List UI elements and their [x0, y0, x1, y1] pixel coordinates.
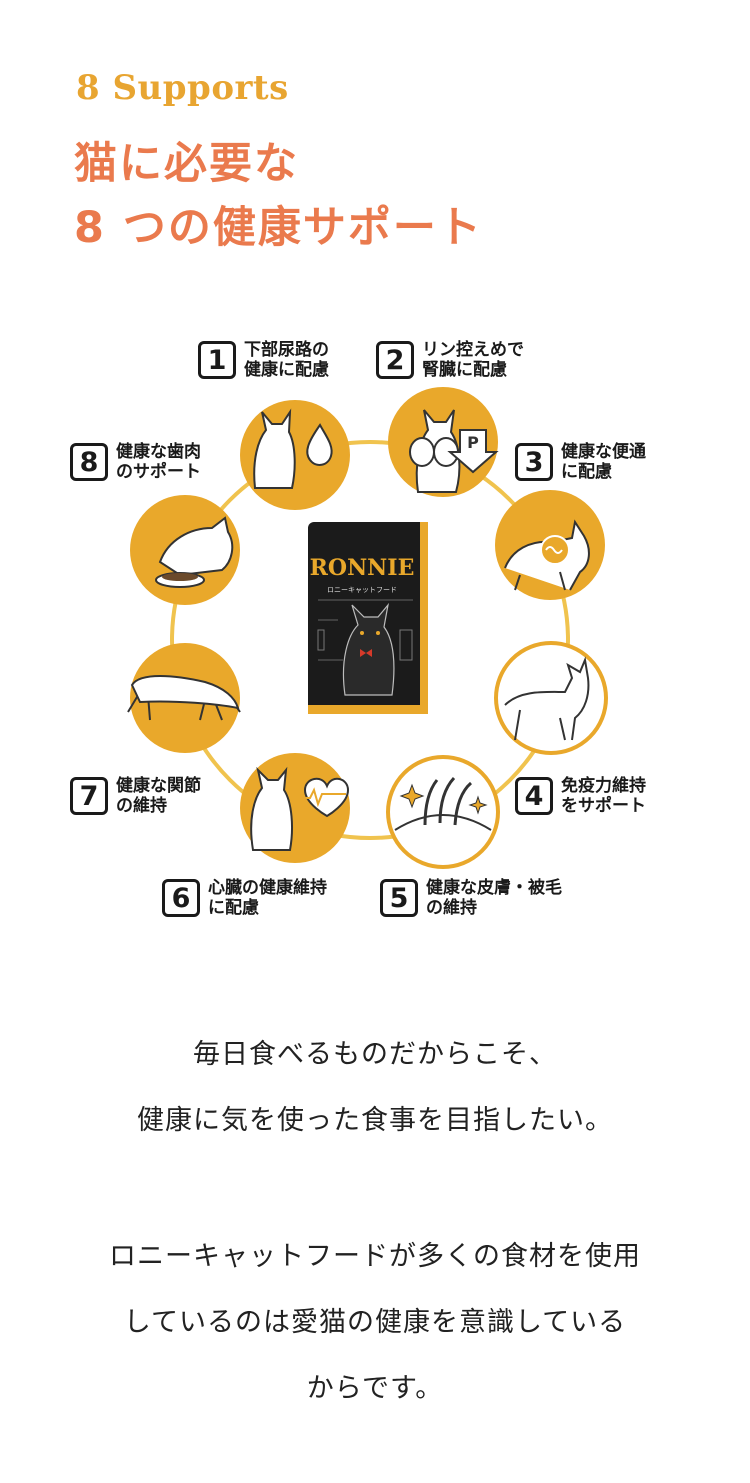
support-label-6-line1: 心臓の健康維持: [208, 878, 327, 898]
support-label-7-line1: 健康な関節: [116, 776, 201, 796]
section-eyebrow: 8 Supports: [76, 68, 289, 108]
heart-icon: [303, 777, 350, 818]
support-label-5: 5 健康な皮膚・被毛 の維持: [380, 878, 562, 918]
support-number-4: 4: [515, 777, 553, 815]
support-label-2-line1: リン控えめで: [422, 340, 524, 360]
package-subtitle: ロニーキャットフード: [327, 586, 397, 594]
support-number-1: 1: [198, 341, 236, 379]
body-paragraph-1: 毎日食べるものだからこそ、 健康に気を使った食事を目指したい。: [0, 1022, 750, 1154]
urinary-drop-icon: [306, 423, 333, 466]
title-line-2: 8 つの健康サポート: [74, 203, 483, 253]
support-circle-4: [494, 641, 608, 755]
support-label-5-line2: の維持: [426, 898, 477, 918]
support-circle-7: [127, 643, 241, 753]
support-label-5-line1: 健康な皮膚・被毛: [426, 878, 562, 898]
support-label-7: 7 健康な関節 の維持: [70, 776, 201, 816]
immunity-cat-icon: [504, 656, 590, 741]
connecting-ring: [170, 440, 570, 840]
body-p2-line3: からです。: [306, 1373, 444, 1404]
support-label-8: 8 健康な歯肉 のサポート: [70, 442, 201, 482]
support-label-2-line2: 腎臓に配慮: [422, 360, 507, 380]
support-label-4: 4 免疫力維持 をサポート: [515, 776, 646, 816]
body-p1-line1: 毎日食べるものだからこそ、: [193, 1039, 557, 1070]
support-label-1-line2: 健康に配慮: [244, 360, 329, 380]
support-label-8-line1: 健康な歯肉: [116, 442, 201, 462]
support-circle-2: P: [388, 387, 499, 497]
support-circle-6: [240, 753, 350, 863]
support-circle-1: [240, 400, 350, 510]
support-circle-8: [130, 495, 240, 605]
support-label-4-line2: をサポート: [561, 796, 646, 816]
body-p2-line1: ロニーキャットフードが多くの食材を使用: [109, 1241, 641, 1272]
health-support-diagram: RONNIE ロニーキャットフード P: [0, 300, 750, 960]
support-label-1: 1 下部尿路の 健康に配慮: [198, 340, 329, 380]
support-label-3-line1: 健康な便通: [561, 442, 646, 462]
support-label-4-line1: 免疫力維持: [561, 776, 646, 796]
support-circle-3: [495, 490, 605, 600]
support-label-3-line2: に配慮: [561, 462, 612, 482]
support-number-2: 2: [376, 341, 414, 379]
support-label-2: 2 リン控えめで 腎臓に配慮: [376, 340, 524, 380]
support-circle-5: [386, 755, 500, 869]
svg-text:P: P: [467, 433, 479, 452]
body-p2-line2: しているのは愛猫の健康を意識している: [123, 1307, 627, 1338]
support-label-1-line1: 下部尿路の: [244, 340, 329, 360]
support-number-5: 5: [380, 879, 418, 917]
product-package: RONNIE ロニーキャットフード: [308, 522, 428, 714]
kidney-phosphorus-icon: [409, 437, 435, 467]
skin-hair-icon: [394, 814, 492, 831]
support-label-6-line2: に配慮: [208, 898, 259, 918]
support-label-3: 3 健康な便通 に配慮: [515, 442, 646, 482]
support-number-3: 3: [515, 443, 553, 481]
body-paragraph-2: ロニーキャットフードが多くの食材を使用 しているのは愛猫の健康を意識している か…: [0, 1224, 750, 1422]
support-label-6: 6 心臓の健康維持 に配慮: [162, 878, 327, 918]
support-number-7: 7: [70, 777, 108, 815]
package-brand: RONNIE: [310, 555, 415, 581]
eating-cat-icon: [158, 516, 234, 577]
title-line-1: 猫に必要な: [74, 139, 299, 189]
section-title: 猫に必要な 8 つの健康サポート: [74, 132, 483, 260]
support-number-8: 8: [70, 443, 108, 481]
support-label-7-line2: の維持: [116, 796, 167, 816]
support-ring-svg: RONNIE ロニーキャットフード P: [127, 387, 608, 869]
body-p1-line2: 健康に気を使った食事を目指したい。: [137, 1105, 613, 1136]
support-label-8-line2: のサポート: [116, 462, 201, 482]
support-number-6: 6: [162, 879, 200, 917]
